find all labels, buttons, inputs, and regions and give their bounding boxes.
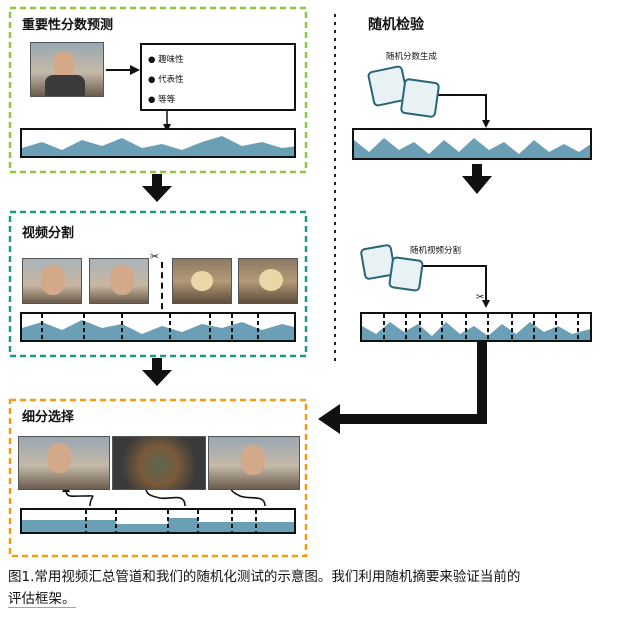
dice-to-cut-arrow [420,265,490,308]
thumb-to-list-arrow [106,65,140,75]
cut-line [161,262,163,340]
segment-thumb-1 [22,258,82,304]
criteria-item-interest: ● 趣味性 [148,55,184,65]
figure-caption: 图1.常用视频汇总管道和我们的随机化测试的示意图。我们利用随机摘要来验证当前的 … [8,566,628,610]
segmentation-signal [20,312,296,342]
selection-panel-border [8,398,308,558]
person-body-shape [45,75,85,96]
caption-line-2: 评估框架。 [8,588,628,610]
random-score-label: 随机分数生成 [386,52,438,62]
random-scissors-icon: ✂ [476,292,485,303]
random-seg-waveform [362,314,590,340]
random-title: 随机检验 [368,17,424,33]
down-arrow-2 [142,358,172,386]
importance-waveform [22,136,294,156]
dice-icon-2 [399,77,441,119]
selected-thumb-2 [112,436,206,490]
random-seg-signal [360,312,592,342]
importance-title: 重要性分数预测 [22,18,114,33]
selected-thumb-3 [208,436,300,490]
selection-title: 细分选择 [22,410,75,425]
segment-thumb-4 [238,258,298,304]
dice-to-signal-arrow [436,94,490,128]
criteria-item-representative: ● 代表性 [148,75,184,85]
importance-criteria-box: ● 趣味性 ● 代表性 ● 等等 [140,43,296,111]
importance-score-signal [20,128,296,158]
criteria-item-etc: ● 等等 [148,95,176,105]
random-waveform [354,138,590,158]
selection-signal [20,508,296,534]
elbow-arrow-to-selection [318,342,487,434]
random-seg-label: 随机视频分割 [410,246,462,256]
dice-icon-4 [387,255,425,293]
segmentation-title: 视频分割 [22,226,75,241]
segment-thumb-2 [89,258,149,304]
person-face-shape [53,51,75,79]
down-arrow-1 [142,174,172,202]
segment-thumb-3 [172,258,232,304]
segmentation-waveform [22,314,294,340]
selected-thumb-1 [18,436,110,490]
caption-line-2-text: 评估框架。 [8,591,76,608]
random-score-signal [352,128,592,160]
caption-line-1: 图1.常用视频汇总管道和我们的随机化测试的示意图。我们利用随机摘要来验证当前的 [8,569,521,585]
down-arrow-random [462,164,492,194]
video-thumbnail [30,42,104,97]
scissors-icon: ✂ [150,250,160,263]
selection-bars [22,510,294,532]
